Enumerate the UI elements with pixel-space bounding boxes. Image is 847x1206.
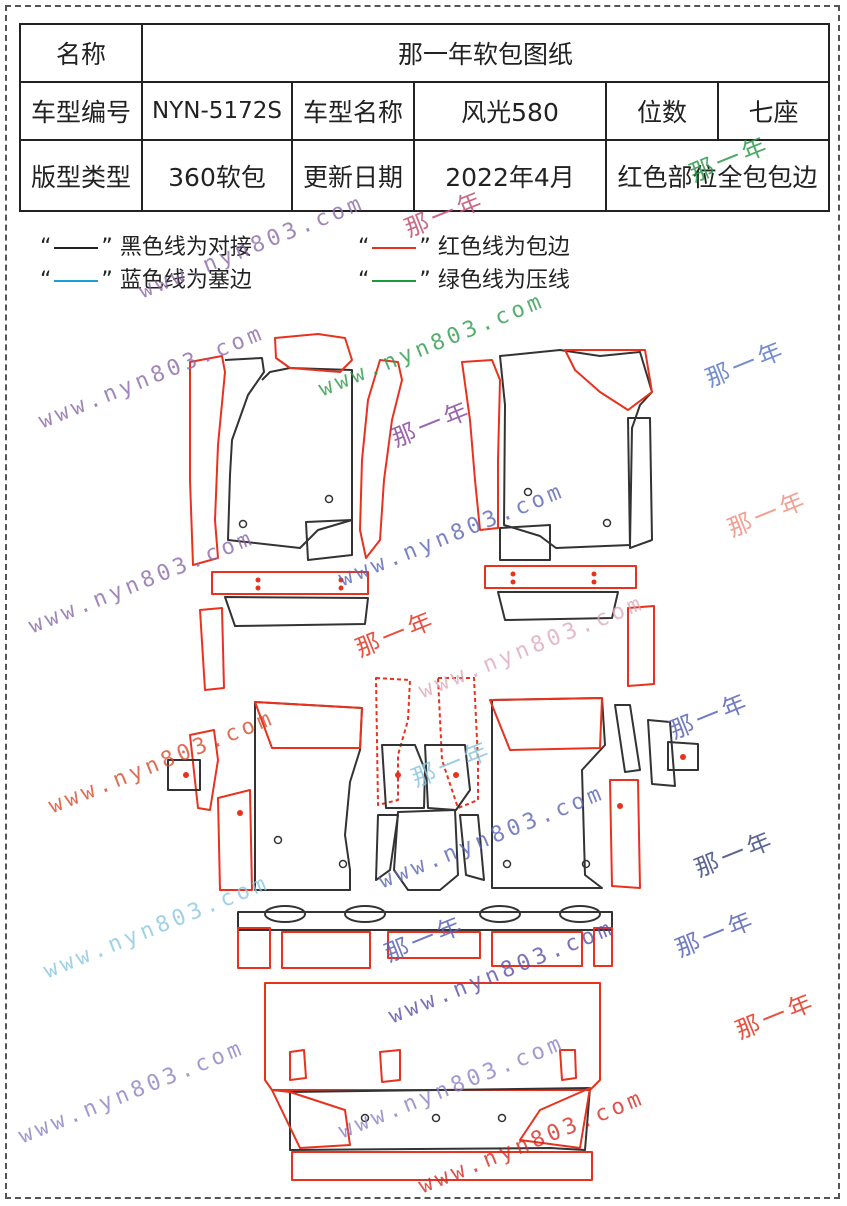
legend-black: “” 黑色线为对接 bbox=[40, 235, 252, 260]
legend-blue: “” 蓝色线为塞边 bbox=[40, 268, 252, 293]
seats-label: 位数 bbox=[605, 81, 719, 141]
name-label: 名称 bbox=[19, 23, 143, 83]
front-left-mat bbox=[189, 333, 403, 691]
threshold-strips bbox=[237, 905, 613, 969]
middle-row-mat bbox=[167, 677, 699, 891]
legend-green: “” 绿色线为压线 bbox=[358, 268, 570, 293]
marker-dots bbox=[183, 487, 686, 1123]
info-table: 名称 那一年软包图纸 车型编号 NYN-5172S 车型名称 风光580 位数 … bbox=[19, 23, 831, 212]
model-name: 风光580 bbox=[413, 81, 607, 141]
model-name-label: 车型名称 bbox=[291, 81, 415, 141]
update-label: 更新日期 bbox=[291, 139, 415, 212]
blue-line-swatch bbox=[54, 280, 99, 282]
update-date: 2022年4月 bbox=[413, 139, 607, 212]
legend-red-text: 红色线为包边 bbox=[437, 235, 570, 260]
front-right-mat bbox=[461, 349, 655, 687]
binding-note: 红色部位全包包边 bbox=[604, 139, 831, 212]
legend-red: “” 红色线为包边 bbox=[358, 235, 570, 260]
model-code: NYN-5172S bbox=[141, 81, 293, 141]
model-code-label: 车型编号 bbox=[19, 81, 143, 141]
black-line-swatch bbox=[54, 247, 99, 249]
legend-green-text: 绿色线为压线 bbox=[437, 268, 570, 293]
red-line-swatch bbox=[372, 247, 417, 249]
rear-trunk-mat bbox=[264, 982, 601, 1181]
pattern-type-label: 版型类型 bbox=[19, 139, 143, 212]
dashed-border bbox=[5, 5, 840, 1199]
pattern-type: 360软包 bbox=[141, 139, 293, 212]
legend-black-text: 黑色线为对接 bbox=[119, 235, 252, 260]
seats-value: 七座 bbox=[716, 81, 831, 141]
document-title: 那一年软包图纸 bbox=[140, 23, 831, 83]
legend-blue-text: 蓝色线为塞边 bbox=[119, 268, 252, 293]
green-line-swatch bbox=[372, 280, 417, 282]
